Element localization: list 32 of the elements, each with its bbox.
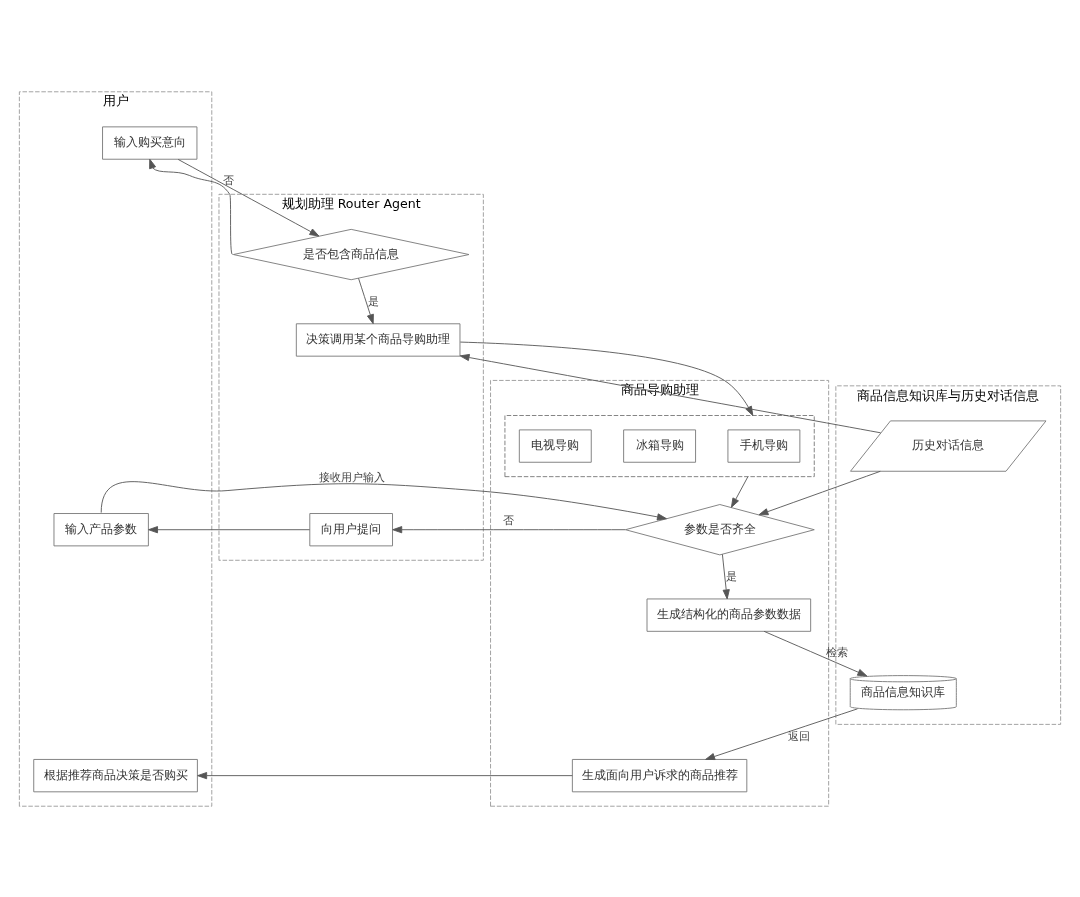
arrow bbox=[459, 341, 754, 416]
node-box: 手机导购 bbox=[727, 428, 801, 463]
arrow bbox=[459, 353, 882, 433]
node-box: 生成结构化的商品参数数据 bbox=[646, 598, 812, 632]
node-box: 生成面向用户诉求的商品推荐 bbox=[571, 758, 748, 792]
node-box: 输入购买意向 bbox=[102, 125, 198, 160]
arrow bbox=[705, 707, 858, 760]
arrow bbox=[358, 277, 374, 324]
arrow bbox=[177, 158, 320, 236]
node-box: 电视导购 bbox=[518, 428, 592, 463]
arrow bbox=[730, 475, 749, 508]
node-box: 决策调用某个商品导购助理 bbox=[295, 322, 461, 357]
arrow bbox=[197, 771, 573, 779]
node-box: 向用户提问 bbox=[309, 512, 393, 546]
cluster bbox=[504, 414, 815, 477]
edge-label: 返回 bbox=[788, 729, 811, 743]
arrow bbox=[758, 470, 881, 515]
node-box: 输入产品参数 bbox=[53, 512, 149, 546]
node-diamond: 参数是否齐全 bbox=[624, 503, 815, 555]
edge-label: 否 bbox=[222, 173, 234, 187]
arrow bbox=[100, 480, 667, 520]
arrow bbox=[149, 158, 233, 255]
edge-label: 否 bbox=[503, 513, 515, 527]
edge-label: 接收用户输入 bbox=[319, 470, 386, 484]
arrow bbox=[148, 525, 311, 533]
edge-label: 是 bbox=[725, 569, 737, 583]
arrow bbox=[763, 630, 868, 676]
node-box: 根据推荐商品决策是否购买 bbox=[33, 758, 198, 792]
edge-label: 是 bbox=[367, 294, 379, 308]
arrow bbox=[392, 525, 626, 533]
node-box: 冰箱导购 bbox=[623, 428, 696, 463]
arrow bbox=[721, 553, 730, 599]
